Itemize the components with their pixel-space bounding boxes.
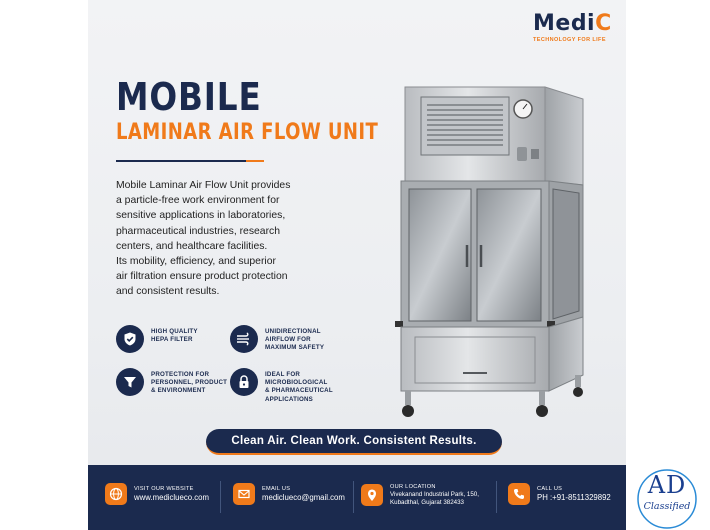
feature-label-line: PROTECTION FOR [151, 371, 210, 378]
slogan-banner: Clean Air. Clean Work. Consistent Result… [206, 429, 502, 455]
contact-website[interactable]: VISIT OUR WEBSITE www.mediclueco.com [105, 483, 209, 505]
feature-label-line: APPLICATIONS [265, 395, 314, 403]
headline-divider-accent [246, 160, 264, 162]
description-line: centers, and healthcare facilities. [116, 240, 268, 252]
email-link[interactable]: mediclueco@gmail.com [262, 493, 345, 502]
airflow-icon [230, 325, 258, 353]
brand-name-accent: C [595, 11, 612, 36]
contact-website-text: VISIT OUR WEBSITE www.mediclueco.com [134, 485, 209, 503]
filter-funnel-icon [116, 368, 144, 396]
footer-divider [353, 481, 354, 513]
feature-label: PROTECTION FOR PERSONNEL, PRODUCT & ENVI… [151, 371, 227, 396]
feature-label-line: AIRFLOW FOR [265, 336, 311, 344]
feature-label-line: IDEAL FOR [265, 371, 301, 378]
description-line: sensitive applications in laboratories, [116, 210, 286, 222]
description-line: Its mobility, efficiency, and superior [116, 256, 276, 268]
phone-icon [508, 483, 530, 505]
feature-label-line: PERSONNEL, PRODUCT [151, 379, 228, 387]
brand-name-main: Medi [533, 11, 596, 36]
contact-phone-text: CALL US PH :+91-8511329892 [537, 485, 611, 503]
email-label: EMAIL US [262, 486, 291, 492]
feature-label-line: UNIDIRECTIONAL [265, 328, 321, 335]
location-address-line2: Kubadthal, Gujarat 382433 [390, 499, 464, 506]
phone-number[interactable]: PH :+91-8511329892 [537, 493, 611, 502]
contact-email-text: EMAIL US mediclueco@gmail.com [262, 485, 345, 503]
product-description: Mobile Laminar Air Flow Unit provides a … [116, 178, 316, 300]
phone-label: CALL US [537, 486, 563, 492]
feature-label: IDEAL FOR MICROBIOLOGICAL & PHARMACEUTIC… [265, 371, 333, 404]
map-pin-icon [361, 484, 383, 506]
contact-location: OUR LOCATION Vivekanand Industrial Park,… [361, 483, 479, 507]
lock-icon [230, 368, 258, 396]
description-line: and consistent results. [116, 286, 220, 298]
footer-divider [496, 481, 497, 513]
feature-label-line: MICROBIOLOGICAL [265, 379, 328, 387]
headline-line1: MOBILE [116, 75, 262, 119]
globe-icon [105, 483, 127, 505]
feature-label: HIGH QUALITY HEPA FILTER [151, 328, 198, 344]
advertisement-card: MediC TECHNOLOGY FOR LIFE MOBILE LAMINAR… [88, 0, 626, 530]
badge-word: Classified [643, 501, 691, 512]
description-line: air filtration ensure product protection [116, 271, 288, 283]
feature-label-line: HIGH QUALITY [151, 328, 198, 335]
headline-line2: LAMINAR AIR FLOW UNIT [116, 120, 379, 145]
website-label: VISIT OUR WEBSITE [134, 486, 194, 492]
footer-divider [220, 481, 221, 513]
feature-label-line: & ENVIRONMENT [151, 387, 206, 395]
feature-ideal-for: IDEAL FOR MICROBIOLOGICAL & PHARMACEUTIC… [230, 368, 333, 404]
brand-name: MediC [533, 12, 623, 36]
description-line: pharmaceutical industries, research [116, 225, 281, 237]
feature-unidirectional-airflow: UNIDIRECTIONAL AIRFLOW FOR MAXIMUM SAFET… [230, 325, 324, 353]
contact-footer: VISIT OUR WEBSITE www.mediclueco.com EMA… [88, 465, 626, 530]
ad-classified-badge: AD Classified [636, 468, 698, 530]
shield-check-icon [116, 325, 144, 353]
contact-email[interactable]: EMAIL US mediclueco@gmail.com [233, 483, 345, 505]
mail-icon [233, 483, 255, 505]
brand-tagline: TECHNOLOGY FOR LIFE [533, 37, 606, 43]
website-link[interactable]: www.mediclueco.com [134, 493, 209, 502]
feature-protection: PROTECTION FOR PERSONNEL, PRODUCT & ENVI… [116, 368, 227, 396]
badge-ring [637, 469, 697, 529]
location-label: OUR LOCATION [390, 484, 436, 490]
brand-logo: MediC TECHNOLOGY FOR LIFE [533, 12, 623, 44]
headline-divider [116, 160, 246, 162]
feature-label: UNIDIRECTIONAL AIRFLOW FOR MAXIMUM SAFET… [265, 328, 324, 353]
laminar-air-flow-unit-image [395, 86, 584, 417]
feature-label-line: HEPA FILTER [151, 336, 193, 344]
location-address-line1: Vivekanand Industrial Park, 150, [390, 491, 479, 498]
description-line: Mobile Laminar Air Flow Unit provides [116, 180, 291, 191]
feature-label-line: & PHARMACEUTICAL [265, 387, 333, 395]
badge-letters: AD [647, 471, 687, 499]
contact-phone[interactable]: CALL US PH :+91-8511329892 [508, 483, 611, 505]
feature-label-line: MAXIMUM SAFETY [265, 344, 325, 352]
contact-location-text: OUR LOCATION Vivekanand Industrial Park,… [390, 483, 479, 507]
feature-hepa-filter: HIGH QUALITY HEPA FILTER [116, 325, 198, 353]
description-line: a particle-free work environment for [116, 195, 280, 207]
